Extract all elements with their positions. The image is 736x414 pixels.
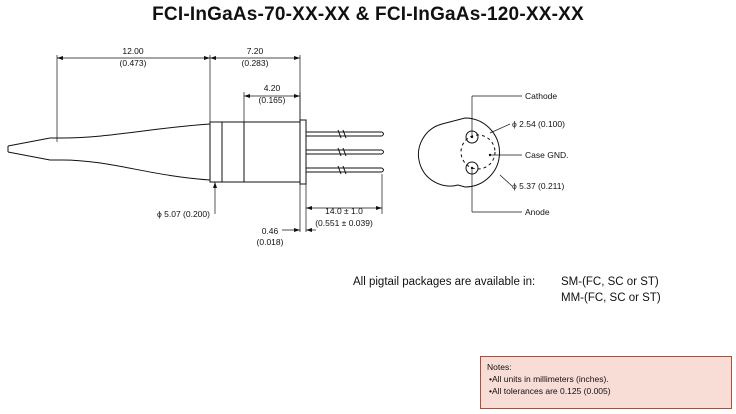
dimension-lines — [57, 57, 382, 231]
fiber-cable — [7, 137, 62, 161]
dim-flange-in: (0.018) — [257, 237, 284, 247]
notes-box: Notes: All units in millimeters (inches)… — [480, 356, 732, 409]
note-item: All units in millimeters (inches). — [489, 373, 725, 385]
availability-option-mm: MM-(FC, SC or ST) — [561, 292, 661, 304]
dim-diameter: ϕ 5.07 (0.200) — [157, 209, 210, 219]
notes-heading: Notes: — [487, 362, 512, 372]
dim-cap-in: (0.165) — [259, 95, 286, 105]
dimension-arrows — [57, 56, 492, 232]
page-title: FCI-InGaAs-70-XX-XX & FCI-InGaAs-120-XX-… — [152, 4, 584, 25]
detector-body — [209, 121, 301, 183]
dim-cap-mm: 4.20 — [264, 83, 281, 93]
pin-label-anode: Anode — [525, 207, 550, 217]
availability-label: All pigtail packages are available in: — [353, 276, 536, 288]
dim-flange-mm: 0.46 — [262, 226, 279, 236]
strain-relief-boot — [61, 123, 211, 181]
header-outline — [417, 117, 500, 188]
notes-list: All units in millimeters (inches). All t… — [487, 373, 725, 397]
pinout-view — [417, 95, 522, 213]
extension-lines — [56, 55, 383, 232]
availability-option-sm: SM-(FC, SC or ST) — [561, 276, 659, 288]
dim-body-in: (0.283) — [242, 58, 269, 68]
leads — [306, 129, 384, 175]
dim-lead-mm: 14.0 ± 1.0 — [325, 206, 363, 216]
outer-diameter-dimension: ϕ 5.37 (0.211) — [512, 181, 564, 191]
dim-overall-mm: 12.00 — [122, 46, 144, 56]
header-flange — [299, 119, 307, 185]
pin-label-cathode: Cathode — [525, 91, 557, 101]
pin-circle-dashed — [460, 134, 496, 170]
dim-body-mm: 7.20 — [247, 46, 264, 56]
dim-overall-in: (0.473) — [120, 58, 147, 68]
pin-circle-dimension: ϕ 2.54 (0.100) — [512, 119, 565, 129]
note-item: All tolerances are 0.125 (0.005) — [489, 385, 725, 397]
pin-label-case-gnd: Case GND. — [525, 150, 568, 160]
dim-lead-in: (0.551 ± 0.039) — [315, 218, 373, 228]
